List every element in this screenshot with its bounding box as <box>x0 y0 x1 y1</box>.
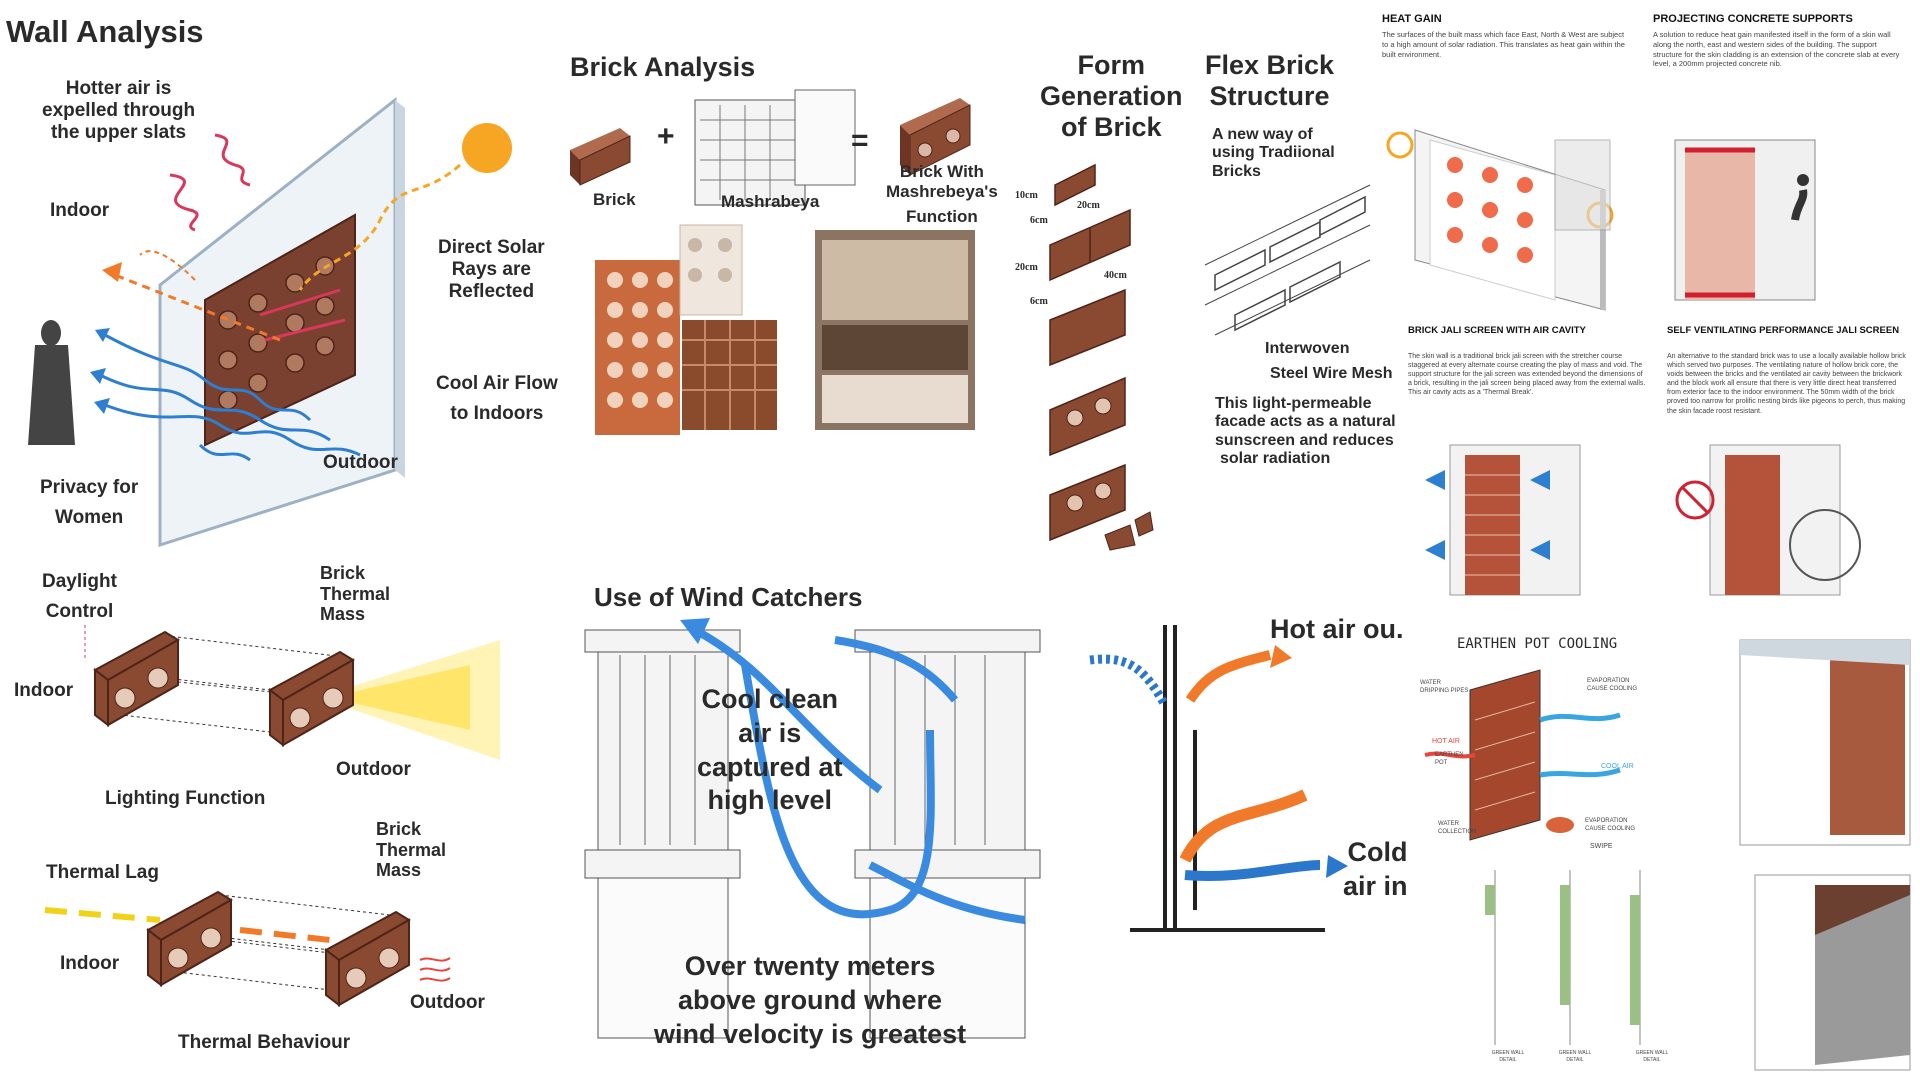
mashrabeya-sketch <box>694 99 806 206</box>
dim-label: 40cm <box>1104 270 1127 281</box>
jali-diagrams <box>1425 444 1861 596</box>
sun-icon <box>1386 131 1414 159</box>
wall-outdoor-label: Outdoor <box>323 452 398 473</box>
facade-detail-drawings <box>1739 639 1911 1071</box>
wind-catchers-title: Use of Wind Catchers <box>594 582 863 612</box>
green-wall-detail: GREEN WALL DETAIL <box>1558 1050 1592 1063</box>
thermal-indoor: Indoor <box>60 953 120 974</box>
brick-equals: = <box>851 124 869 157</box>
mesh-label-2: Steel Wire Mesh <box>1270 365 1393 382</box>
earthen-label: EARTHEN POT <box>1435 752 1464 766</box>
thermal-caption: Thermal Behaviour <box>178 1032 351 1053</box>
earthen-label: WATER COLLECTION <box>1438 821 1477 835</box>
green-wall-detail: GREEN WALL DETAIL <box>1491 1050 1525 1063</box>
earthen-label: EVAPORATION CAUSE COOLING <box>1585 818 1636 832</box>
projecting-title: PROJECTING CONCRETE SUPPORTS <box>1653 13 1853 25</box>
wall-analysis-diagram <box>28 96 512 548</box>
heat-gain-diagram <box>1386 129 1816 311</box>
jali-text: The skin wall is a traditional brick jal… <box>1408 353 1646 397</box>
lighting-caption: Lighting Function <box>105 788 266 809</box>
thermal-outdoor: Outdoor <box>410 992 485 1013</box>
sun-icon <box>462 123 512 173</box>
brick-analysis-diagram <box>570 89 975 435</box>
earthen-label: HOT AIR <box>1432 738 1460 745</box>
self-vent-text: An alternative to the standard brick was… <box>1667 353 1906 415</box>
thermal-lag-label: Thermal Lag <box>46 862 159 883</box>
heat-gain-title: HEAT GAIN <box>1382 13 1442 25</box>
green-wall-drawings <box>1485 870 1641 1045</box>
brick-plus: + <box>657 120 675 153</box>
earthen-pot-diagram <box>1424 669 1621 841</box>
hot-air-out-label: Hot air ou. <box>1270 614 1404 644</box>
mesh-label-1: Interwoven <box>1265 340 1350 357</box>
wall-analysis-title: Wall Analysis <box>6 14 204 49</box>
earthen-label: EVAPORATION CAUSE COOLING <box>1587 678 1638 692</box>
self-vent-title: SELF VENTILATING PERFORMANCE JALI SCREEN <box>1667 325 1900 336</box>
green-wall-detail: GREEN WALL DETAIL <box>1635 1050 1669 1063</box>
heat-gain-text: The surfaces of the built mass which fac… <box>1382 30 1625 59</box>
swipe-label: SWIPE <box>1590 843 1613 850</box>
lighting-diagram <box>84 625 500 760</box>
earthen-label: COOL AIR <box>1601 763 1634 770</box>
brick-analysis-title: Brick Analysis <box>570 52 756 82</box>
mashrabeya-label: Mashrabeya <box>721 192 820 211</box>
projecting-text: A solution to reduce heat gain manifeste… <box>1653 30 1900 69</box>
dim-label: 10cm <box>1015 190 1038 201</box>
dim-label: 20cm <box>1077 200 1100 211</box>
lighting-outdoor: Outdoor <box>336 759 411 780</box>
lighting-indoor: Indoor <box>14 680 74 701</box>
wall-indoor-label: Indoor <box>50 200 110 221</box>
dim-label: 20cm <box>1015 262 1038 273</box>
flex-brick-mesh <box>1204 184 1371 336</box>
earthen-pot-title: EARTHEN POT COOLING <box>1457 636 1618 652</box>
brick-label: Brick <box>593 190 636 209</box>
thermal-diagram <box>44 890 451 1008</box>
jali-title: BRICK JALI SCREEN WITH AIR CAVITY <box>1408 325 1586 336</box>
wind-catchers-diagram <box>584 618 1348 1039</box>
dim-label: 6cm <box>1030 215 1048 226</box>
woman-figure <box>28 320 75 445</box>
form-generation-diagram <box>1049 163 1154 551</box>
dim-label: 6cm <box>1030 296 1048 307</box>
earthen-label: WATER DRIPPING PIPES <box>1420 680 1469 694</box>
